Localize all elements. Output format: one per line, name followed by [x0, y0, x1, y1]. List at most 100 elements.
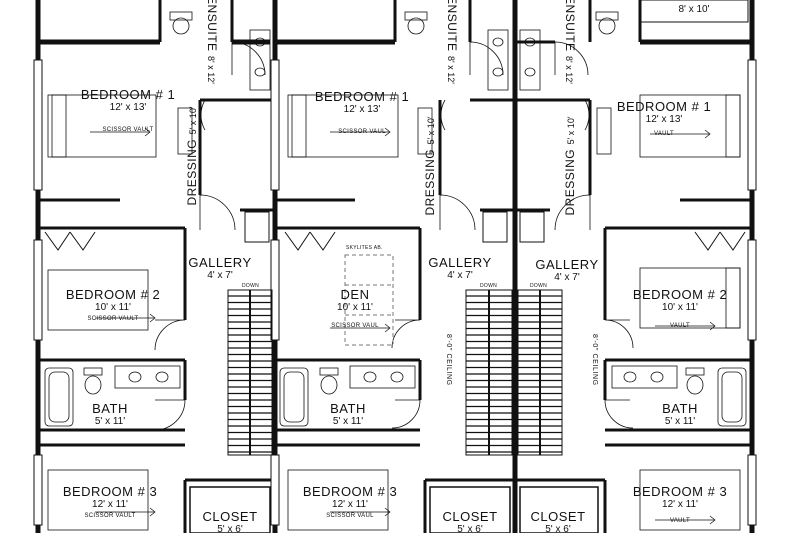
- bath-fixtures: [44, 365, 747, 427]
- vault-arrows: [90, 127, 716, 525]
- bedroom1-label-unit-3: BEDROOM # 1 12' x 13' VAULT: [617, 100, 711, 137]
- closet-label-unit-2: CLOSET 5' x 6': [442, 510, 497, 535]
- skylites-label: SKYLITES AB.: [346, 245, 383, 251]
- dressing-counters: [177, 107, 612, 155]
- room-name: DRESSING: [423, 148, 437, 216]
- room-name: GALLERY: [188, 255, 252, 270]
- room-dim: 8' x 10': [678, 4, 710, 15]
- bath-label-unit-3: BATH 5' x 11': [662, 402, 698, 427]
- stairs-down-label-unit-3: DOWN: [530, 283, 548, 289]
- den-label: DEN 10' x 11' SCISSOR VAUL: [331, 288, 379, 329]
- room-dim: 5' x 11': [664, 416, 696, 427]
- room-name: BEDROOM # 1: [616, 99, 712, 114]
- room-name: DEN: [340, 287, 370, 302]
- room-dim: 5' x 6': [217, 524, 243, 535]
- dressing-label-unit-1: DRESSING 5' x 10': [184, 106, 200, 205]
- ensuite-fixtures: [169, 11, 619, 91]
- room-note: VAULT: [670, 518, 690, 524]
- exterior-walls: [35, 0, 755, 533]
- room-dim: 4' x 7': [447, 270, 473, 281]
- room-dim: 12' x 13': [109, 102, 147, 113]
- beds: [47, 94, 741, 531]
- room-dim: 5' x 6': [545, 524, 571, 535]
- closet-rooms: [189, 486, 599, 533]
- stairs-down-label-unit-1: DOWN: [242, 283, 260, 289]
- room-dim: 12' x 11': [662, 499, 698, 510]
- room-dim: 5' x 11': [94, 416, 126, 427]
- room-name: BATH: [92, 401, 128, 416]
- room-dim: 8' x 12': [446, 56, 456, 84]
- interior-walls-unit-3: [515, 0, 752, 533]
- room-dim: 4' x 7': [554, 272, 580, 283]
- room-dim: 5' x 10': [566, 116, 576, 145]
- room-note: SCISSOR VAULT: [102, 127, 154, 133]
- room-dim: 4' x 7': [207, 270, 233, 281]
- room-name: GALLERY: [535, 257, 599, 272]
- room-name: BEDROOM # 3: [632, 484, 728, 499]
- room-dim: 10' x 11': [662, 302, 698, 313]
- bedroom3-label-unit-1: BEDROOM # 3 12' x 11' SCISSOR VAULT: [63, 485, 157, 519]
- room-name: CLOSET: [530, 509, 586, 524]
- room-name: CLOSET: [442, 509, 498, 524]
- interior-walls-unit-2: [275, 0, 515, 533]
- room-dim: 5' x 10': [426, 116, 436, 145]
- bedroom3-label-unit-3: BEDROOM # 3 12' x 11' VAULT: [633, 485, 727, 524]
- room-name: BEDROOM # 1: [314, 89, 410, 104]
- top-partial-rooms: [639, 0, 749, 23]
- closet-label-unit-1: CLOSET 5' x 6': [202, 510, 257, 535]
- windows: [33, 59, 757, 526]
- room-note: SCISSOR VAULT: [84, 513, 136, 519]
- dressing-label-unit-3: DRESSING 5' x 10': [562, 116, 578, 215]
- stairs-unit-3: [517, 289, 563, 456]
- room-name: BEDROOM # 3: [302, 484, 398, 499]
- room-note: SCISSOR VAUL: [326, 513, 374, 519]
- gallery-label-unit-3: GALLERY 4' x 7': [535, 258, 598, 283]
- ensuite-label-unit-1: ENSUITE 8' x 12': [204, 0, 220, 84]
- room-name: GALLERY: [428, 255, 492, 270]
- gallery-label-unit-2: GALLERY 4' x 7': [428, 256, 491, 281]
- stairs-unit-1: [227, 289, 273, 456]
- stairs-unit-2: [465, 289, 513, 456]
- room-dim: 10' x 11': [95, 302, 131, 313]
- bedroom2-label-unit-3: BEDROOM # 2 10' x 11' VAULT: [633, 288, 727, 329]
- room-name: ENSUITE: [205, 0, 219, 52]
- room-note: SCISSOR VAUL: [331, 323, 379, 329]
- bedroom2-label-unit-1: BEDROOM # 2 10' x 11' SCISSOR VAULT: [66, 288, 160, 322]
- closet-doors: [44, 211, 746, 251]
- room-name: BEDROOM # 1: [80, 87, 176, 102]
- stairs-down-label-unit-2: DOWN: [480, 283, 498, 289]
- bedroom1-label-unit-2: BEDROOM # 1 12' x 13' SCISSOR VAUL: [315, 90, 409, 135]
- room-dim: 12' x 11': [92, 499, 128, 510]
- room-name: ENSUITE: [445, 0, 459, 52]
- room-name: BEDROOM # 3: [62, 484, 158, 499]
- room-name: BATH: [330, 401, 366, 416]
- room-name: DRESSING: [185, 138, 199, 206]
- room-dim: 10' x 11': [337, 302, 373, 313]
- door-swings: [154, 41, 634, 431]
- room-note: SCISSOR VAULT: [87, 316, 139, 322]
- room-dim: 12' x 13': [645, 114, 683, 125]
- room-dim: 12' x 13': [343, 104, 381, 115]
- room-dim: 8' x 12': [564, 56, 574, 84]
- bath-label-unit-1: BATH 5' x 11': [92, 402, 128, 427]
- bath-label-unit-2: BATH 5' x 11': [330, 402, 366, 427]
- closet-label-unit-3: CLOSET 5' x 6': [530, 510, 585, 535]
- ensuite-label-unit-2: ENSUITE 8' x 12': [444, 0, 460, 84]
- room-name: DRESSING: [563, 148, 577, 216]
- room-name: BEDROOM # 2: [632, 287, 728, 302]
- room-dim: 12' x 11': [332, 499, 368, 510]
- room-note: VAULT: [670, 323, 690, 329]
- room-note: SCISSOR VAUL: [338, 129, 386, 135]
- room-name: BEDROOM # 2: [65, 287, 161, 302]
- room-name: BATH: [662, 401, 698, 416]
- dressing-label-unit-2: DRESSING 5' x 10': [422, 116, 438, 215]
- room-note: VAULT: [654, 131, 674, 137]
- den-skylites: [344, 254, 394, 346]
- room-dim: 5' x 6': [457, 524, 483, 535]
- ensuite-label-unit-3: ENSUITE 8' x 12': [562, 0, 578, 84]
- bedroom1-label-unit-1: BEDROOM # 1 12' x 13' SCISSOR VAULT: [81, 88, 175, 133]
- room-dim: 8' x 12': [206, 56, 216, 84]
- room-name: ENSUITE: [563, 0, 577, 52]
- gallery-label-unit-1: GALLERY 4' x 7': [188, 256, 251, 281]
